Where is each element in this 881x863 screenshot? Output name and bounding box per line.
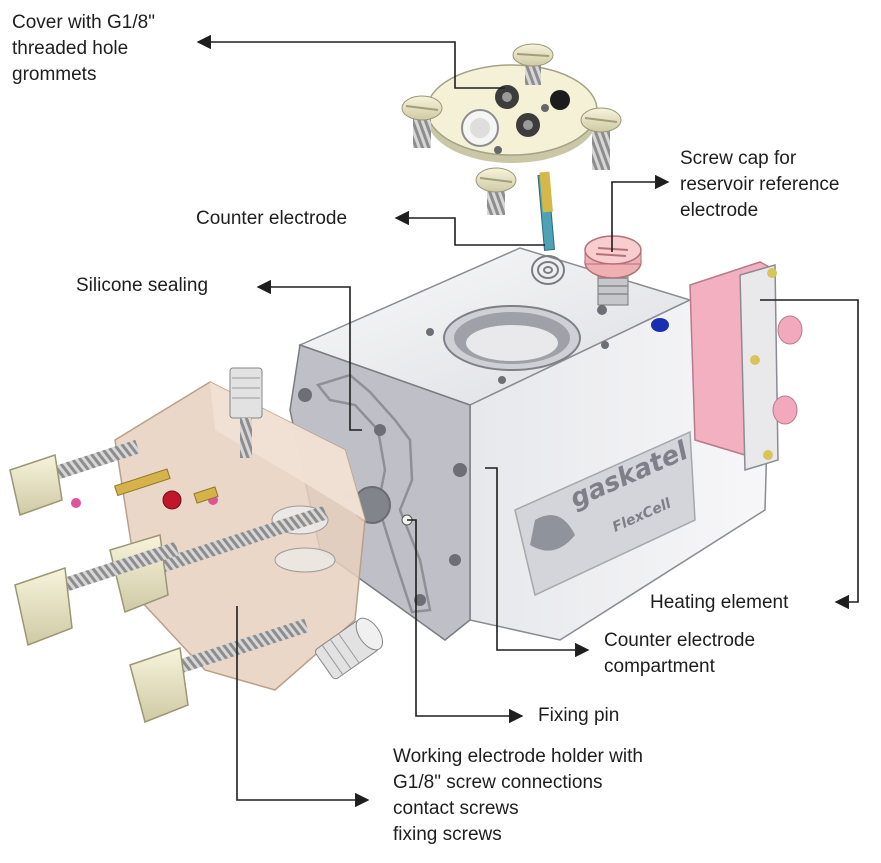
cell-body: gaskatel FlexCell [289, 247, 771, 641]
counter-electrode [531, 171, 565, 285]
label-screw-cap-line: reservoir reference [680, 174, 840, 195]
label-working-holder: Working electrode holder with G1/8" scre… [393, 744, 643, 848]
leader-counter-electrode [394, 210, 545, 246]
leader-lines [196, 34, 859, 808]
label-counter-compartment-line: compartment [604, 656, 715, 677]
cover-screw [475, 167, 517, 215]
heating-element [689, 261, 803, 472]
fixing-screw [129, 618, 309, 724]
label-screw-cap-line: electrode [680, 200, 759, 221]
label-counter-compartment: Counter electrode compartment [604, 628, 755, 680]
leader-compartment [485, 467, 590, 658]
cover-screw [580, 107, 622, 170]
label-working-holder-line: contact screws [393, 798, 519, 819]
label-counter-electrode: Counter electrode [196, 208, 348, 229]
label-cover: Cover with G1/8" threaded hole grommets [12, 10, 155, 88]
label-working-holder-line: Working electrode holder with [393, 746, 643, 767]
label-cover-line: grommets [12, 64, 97, 85]
leader-cover [196, 34, 505, 89]
leader-working-holder [236, 606, 370, 808]
fixing-screw [14, 541, 180, 647]
label-fixing-pin: Fixing pin [538, 705, 620, 726]
cover-screw [512, 43, 554, 85]
leader-screw-cap [611, 174, 670, 252]
label-silicone-sealing: Silicone sealing [76, 275, 209, 296]
label-cover-line: Cover with G1/8" [12, 12, 155, 33]
label-screw-cap: Screw cap for reservoir reference electr… [680, 146, 839, 224]
label-working-holder-line: G1/8" screw connections [393, 772, 603, 793]
reference-screw-cap [584, 235, 642, 306]
label-heating-element: Heating element [650, 592, 789, 613]
leader-silicone [256, 279, 362, 431]
cover-screw [401, 95, 443, 148]
leader-fixing-pin [407, 519, 524, 724]
label-counter-compartment-line: Counter electrode [604, 630, 756, 651]
fixing-screw [9, 439, 140, 516]
label-screw-cap-line: Screw cap for [680, 148, 797, 169]
cover [401, 43, 622, 215]
label-working-holder-line: fixing screws [393, 824, 502, 845]
label-cover-line: threaded hole [12, 38, 129, 59]
leader-heating [760, 299, 859, 610]
